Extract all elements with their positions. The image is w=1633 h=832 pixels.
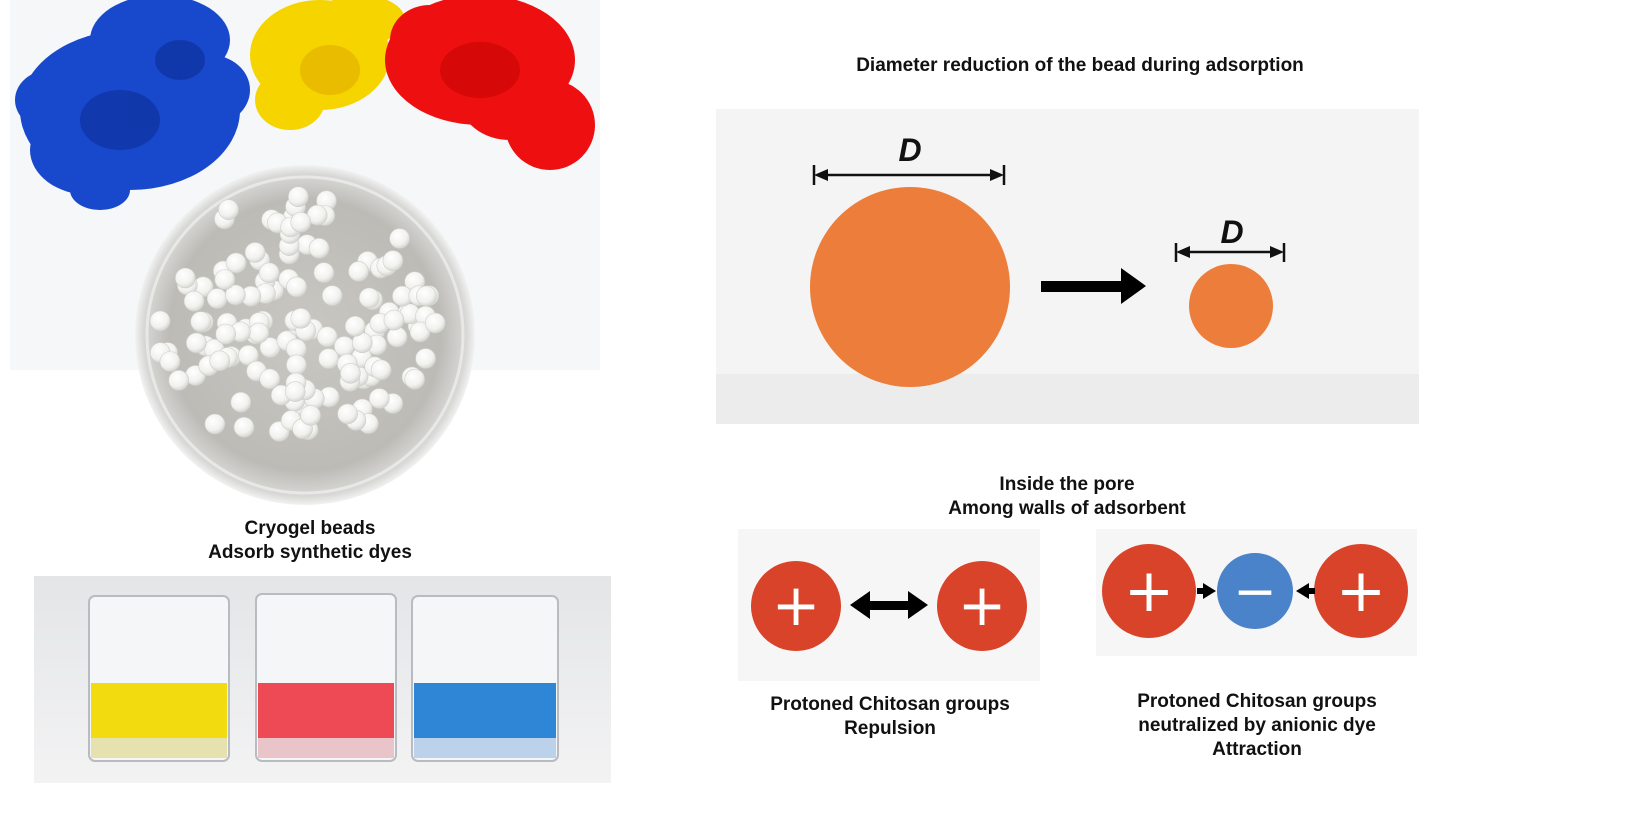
cryogel-bead [316, 326, 338, 348]
beads-caption-line1: Cryogel beads [244, 518, 376, 539]
large-bead [810, 187, 1010, 387]
cryogel-beads [149, 186, 446, 442]
small-diameter-label: D [1220, 214, 1243, 250]
beads-caption: Cryogel beads Adsorb synthetic dyes [160, 517, 460, 565]
cryogel-bead [175, 267, 196, 289]
cryogel-bead [358, 287, 380, 309]
cryogel-bead [415, 285, 437, 307]
attraction-caption-line2: neutralized by anionic dye [1138, 715, 1376, 736]
repulsion-caption-line2: Repulsion [844, 718, 936, 739]
attraction-panel: + − + [1096, 529, 1417, 656]
pore-title-line2: Among walls of adsorbent [948, 498, 1186, 519]
glass-blue [411, 595, 559, 762]
large-diameter-label: D [898, 132, 921, 168]
cryogel-bead [386, 326, 408, 348]
cryogel-bead [287, 186, 309, 207]
beads-caption-line2: Adsorb synthetic dyes [208, 542, 412, 563]
attraction-caption-line3: Attraction [1212, 739, 1302, 760]
cryogel-bead [209, 350, 230, 372]
cryogel-bead [233, 416, 255, 438]
cryogel-bead [404, 368, 426, 390]
glass-yellow [88, 595, 230, 762]
cryogel-bead [383, 309, 405, 331]
positive-charge-left [751, 561, 841, 651]
cryogel-bead [424, 312, 446, 334]
cryogel-bead [259, 368, 281, 390]
small-diameter-dimension [1174, 243, 1286, 262]
positive-charge-right [937, 561, 1027, 651]
diameter-title: Diameter reduction of the bead during ad… [856, 55, 1304, 76]
cryogel-bead [225, 284, 246, 306]
cryogel-bead [214, 269, 236, 290]
pore-title: Inside the pore Among walls of adsorbent [867, 473, 1267, 521]
plus-symbol-right: + [958, 571, 1007, 639]
attraction-caption: Protoned Chitosan groups neutralized by … [1097, 690, 1417, 762]
dye-glasses-photo [34, 576, 611, 783]
plus-symbol-left: + [1124, 556, 1174, 626]
cryogel-bead [190, 311, 211, 332]
cryogel-bead [313, 262, 335, 283]
cryogel-bead [204, 413, 226, 435]
plus-symbol-left: + [772, 571, 821, 639]
negative-charge [1217, 553, 1293, 629]
cryogel-bead [225, 252, 247, 274]
repulsion-double-arrow [850, 591, 928, 619]
cryogel-bead [168, 369, 189, 391]
cryogel-bead [340, 362, 361, 384]
cryogel-bead [244, 242, 266, 263]
cryogel-bead [183, 290, 205, 312]
cryogel-bead [318, 348, 339, 369]
cryogel-bead [290, 307, 312, 329]
cryogel-bead [348, 261, 369, 282]
cryogel-bead [300, 405, 321, 426]
large-diameter-dimension [812, 165, 1006, 185]
cryogel-bead [370, 359, 392, 381]
cryogel-bead [286, 354, 307, 376]
cryogel-bead [248, 322, 270, 344]
plus-symbol-right: + [1336, 556, 1386, 626]
cryogel-bead [389, 228, 410, 249]
cryogel-bead [344, 315, 366, 337]
cryogel-bead [230, 391, 252, 413]
small-bead [1189, 264, 1273, 348]
minus-symbol: − [1233, 562, 1277, 622]
bead-reduction-panel: D D [716, 109, 1419, 424]
repulsion-panel: + + [738, 529, 1040, 681]
cryogel-bead [290, 211, 312, 233]
cryogel-bead [206, 288, 228, 309]
cryogel-bead [186, 332, 207, 354]
cryogel-bead [286, 276, 307, 298]
cryogel-bead [382, 250, 404, 271]
repulsion-caption-line1: Protoned Chitosan groups [770, 694, 1010, 715]
reduction-arrow [1041, 268, 1146, 304]
cryogel-bead [308, 238, 330, 259]
positive-charge-left [1102, 544, 1196, 638]
cryogel-bead [258, 262, 280, 284]
cryogel-bead [368, 388, 390, 409]
positive-charge-right [1314, 544, 1408, 638]
cryogel-bead [415, 348, 436, 369]
cryogel-bead [337, 403, 358, 425]
dye-and-beads-photo [10, 0, 600, 520]
cryogel-bead [159, 351, 181, 372]
cryogel-bead [409, 321, 431, 343]
cryogel-bead [321, 285, 343, 306]
cryogel-bead [218, 199, 239, 220]
glass-red [255, 593, 397, 762]
cryogel-bead [149, 310, 171, 332]
attraction-arrows [1197, 583, 1315, 599]
cryogel-bead [284, 381, 306, 402]
repulsion-caption: Protoned Chitosan groups Repulsion [740, 693, 1040, 741]
attraction-caption-line1: Protoned Chitosan groups [1137, 691, 1377, 712]
cryogel-bead [215, 323, 236, 345]
pore-title-line1: Inside the pore [999, 474, 1135, 495]
